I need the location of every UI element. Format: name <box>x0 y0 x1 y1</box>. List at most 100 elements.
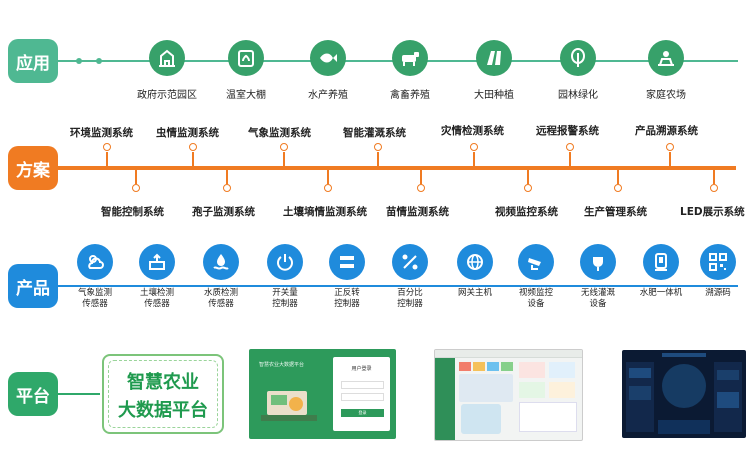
app-label: 家庭农场 <box>646 90 686 101</box>
product-label: 气象监测 传感器 <box>77 288 112 309</box>
livestock-icon <box>392 40 428 76</box>
dashboard-map <box>461 404 501 434</box>
product-label: 正反转 控制器 <box>334 288 360 309</box>
product-irrigation-device: 无线灌溉 设备 <box>565 244 631 310</box>
product-line <box>58 285 738 287</box>
app-label: 禽畜养殖 <box>390 90 430 101</box>
timeline-tick <box>192 152 194 166</box>
product-label: 视频监控 设备 <box>518 288 553 309</box>
app-label: 政府示范园区 <box>137 90 197 101</box>
login-heading: 用户登录 <box>351 366 372 372</box>
row-label-app: 应用 <box>8 39 58 83</box>
timeline-tick <box>669 152 671 166</box>
product-label: 水质检测 传感器 <box>203 288 238 309</box>
timeline-tick <box>106 152 108 166</box>
app-label: 水产养殖 <box>308 90 348 101</box>
app-line-dot <box>76 58 82 64</box>
system-label: 灾情检测系统 <box>441 125 504 137</box>
system-label: 孢子监测系统 <box>192 206 255 218</box>
dashboard-cards <box>519 362 577 432</box>
farm-icon <box>648 40 684 76</box>
login-illustration <box>261 385 317 425</box>
qr-icon <box>700 244 736 280</box>
field-icon <box>476 40 512 76</box>
product-water-sensor: 水质检测 传感器 <box>188 244 254 310</box>
product-trace-code: 溯源码 <box>690 244 746 299</box>
bigscreen-chart <box>658 420 710 434</box>
app-label: 温室大棚 <box>226 90 266 101</box>
product-reversing-controller: 正反转 控制器 <box>314 244 380 310</box>
system-label: 智能灌溉系统 <box>343 127 406 139</box>
app-greenhouse: 温室大棚 <box>205 40 287 101</box>
platform-login-screenshot: 智慧农业大数据平台 用户登录 登录 <box>249 349 396 439</box>
timeline-marker <box>324 184 332 192</box>
timeline-marker <box>374 143 382 151</box>
app-field: 大田种植 <box>453 40 535 101</box>
timeline-tick <box>327 170 329 184</box>
water-icon <box>203 244 239 280</box>
timeline-tick <box>377 152 379 166</box>
tree-icon <box>560 40 596 76</box>
timeline-marker <box>132 184 140 192</box>
bigscreen-header <box>662 353 706 357</box>
percent-icon <box>392 244 428 280</box>
fertilizer-icon <box>643 244 679 280</box>
timeline-tick <box>473 152 475 166</box>
timeline-marker <box>280 143 288 151</box>
weather-icon <box>77 244 113 280</box>
product-label: 溯源码 <box>705 288 731 298</box>
dashboard-sidebar <box>435 358 455 440</box>
product-label: 无线灌溉 设备 <box>580 288 615 309</box>
app-line-dot <box>96 58 102 64</box>
product-soil-sensor: 土壤检测 传感器 <box>124 244 190 310</box>
gov-park-icon <box>149 40 185 76</box>
app-family-farm: 家庭农场 <box>625 40 707 101</box>
globe-icon <box>457 244 493 280</box>
system-label: 生产管理系统 <box>584 206 647 218</box>
app-label: 大田种植 <box>474 90 514 101</box>
login-panel: 用户登录 登录 <box>333 357 390 431</box>
timeline-marker <box>524 184 532 192</box>
system-label: 虫情监测系统 <box>156 127 219 139</box>
system-label: LED展示系统 <box>680 206 745 218</box>
system-label: 产品溯源系统 <box>635 125 698 137</box>
greenhouse-icon <box>228 40 264 76</box>
camera-icon <box>518 244 554 280</box>
product-label: 网关主机 <box>457 288 492 298</box>
platform-logo: 智慧农业 大数据平台 <box>102 354 224 434</box>
timeline-tick <box>135 170 137 184</box>
password-field[interactable] <box>341 393 384 401</box>
platform-logo-line2: 大数据平台 <box>118 400 208 421</box>
app-gov-park: 政府示范园区 <box>126 40 208 101</box>
bigscreen-right-panel <box>714 362 742 432</box>
login-button[interactable]: 登录 <box>341 409 384 417</box>
product-weather-sensor: 气象监测 传感器 <box>62 244 128 310</box>
system-label: 苗情监测系统 <box>386 206 449 218</box>
bigscreen-left-panel <box>626 362 654 432</box>
timeline-marker <box>223 184 231 192</box>
username-field[interactable] <box>341 381 384 389</box>
fish-icon <box>310 40 346 76</box>
timeline-tick <box>617 170 619 184</box>
row-label-product: 产品 <box>8 264 58 308</box>
valve-icon <box>580 244 616 280</box>
power-icon <box>267 244 303 280</box>
platform-line <box>58 393 100 395</box>
system-label: 土壤墒情监测系统 <box>283 206 367 218</box>
product-video-device: 视频监控 设备 <box>503 244 569 310</box>
login-title: 智慧农业大数据平台 <box>259 362 305 368</box>
product-label: 土壤检测 传感器 <box>139 288 174 309</box>
platform-dashboard-screenshot <box>434 349 583 441</box>
app-livestock: 禽畜养殖 <box>369 40 451 101</box>
timeline-tick <box>226 170 228 184</box>
timeline-marker <box>566 143 574 151</box>
timeline-tick <box>527 170 529 184</box>
product-label: 百分比 控制器 <box>397 288 423 309</box>
product-percent-controller: 百分比 控制器 <box>377 244 443 310</box>
dashboard-tiles <box>459 362 515 402</box>
product-fertigation: 水肥一体机 <box>628 244 694 299</box>
app-landscaping: 园林绿化 <box>537 40 619 101</box>
timeline-tick <box>420 170 422 184</box>
timeline-marker <box>614 184 622 192</box>
soil-icon <box>139 244 175 280</box>
